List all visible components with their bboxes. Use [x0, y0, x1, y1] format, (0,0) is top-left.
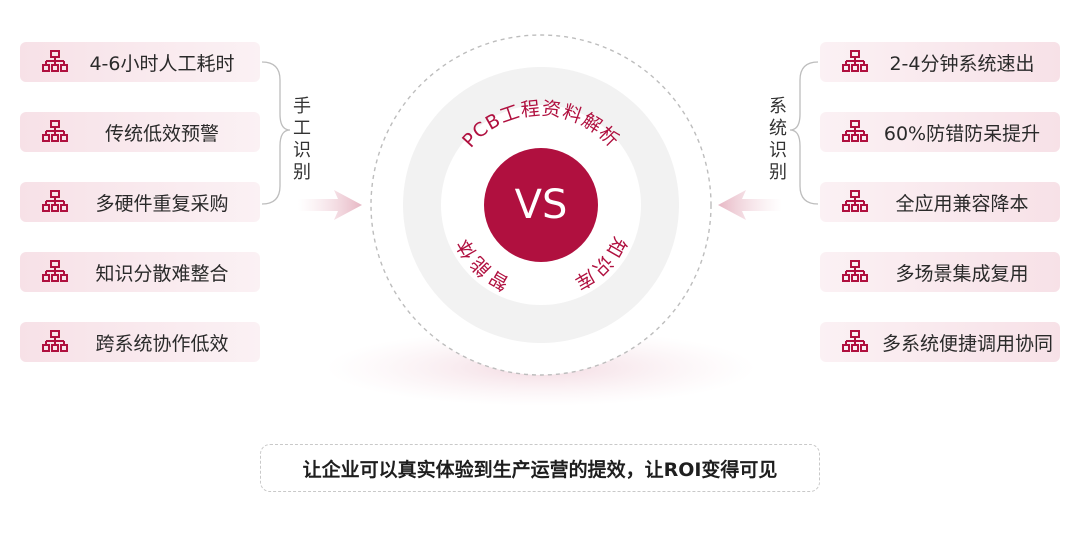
org-chart-icon	[842, 260, 868, 284]
right-item: 2-4分钟系统速出	[820, 42, 1060, 82]
left-item-label: 4-6小时人工耗时	[89, 52, 235, 75]
vertical-label-char: 工	[293, 118, 311, 139]
left-item: 知识分散难整合	[20, 252, 260, 292]
org-chart-icon	[42, 190, 68, 214]
footer-text: 让企业可以真实体验到生产运营的提效，让ROI变得可见	[302, 458, 778, 481]
vertical-label-char: 别	[769, 162, 787, 183]
right-item-label: 多场景集成复用	[895, 262, 1029, 285]
left-item: 4-6小时人工耗时	[20, 42, 260, 82]
left-item-label: 多硬件重复采购	[95, 192, 229, 215]
right-arrow	[718, 190, 782, 220]
org-chart-icon	[842, 190, 868, 214]
vertical-label-char: 识	[293, 140, 311, 161]
org-chart-icon	[842, 120, 868, 144]
vs-label: VS	[514, 182, 568, 228]
left-arrow	[298, 190, 362, 220]
left-item-label: 跨系统协作低效	[95, 332, 229, 355]
vertical-label-char: 统	[769, 118, 787, 139]
right-item-label: 60%防错防呆提升	[883, 122, 1041, 145]
org-chart-icon	[42, 120, 68, 144]
org-chart-icon	[842, 50, 868, 74]
right-item-label: 多系统便捷调用协同	[882, 332, 1054, 355]
right-item: 多系统便捷调用协同	[820, 322, 1060, 362]
footer-banner: 让企业可以真实体验到生产运营的提效，让ROI变得可见	[260, 444, 820, 492]
left-item: 多硬件重复采购	[20, 182, 260, 222]
right-item-label: 2-4分钟系统速出	[889, 52, 1035, 75]
right-bracket	[789, 61, 819, 205]
left-item: 跨系统协作低效	[20, 322, 260, 362]
right-item: 全应用兼容降本	[820, 182, 1060, 222]
left-item-list: 4-6小时人工耗时 传统低效预警 多硬件重复采购 知识分散难整合 跨系统协作低效	[20, 42, 260, 392]
vs-disc	[484, 148, 598, 262]
left-bracket	[261, 61, 291, 205]
org-chart-icon	[42, 330, 68, 354]
vertical-label-char: 系	[769, 96, 787, 117]
left-group-label: 手工识别	[291, 96, 313, 184]
org-chart-icon	[842, 330, 868, 354]
right-item-label: 全应用兼容降本	[895, 192, 1029, 215]
vertical-label-char: 别	[293, 162, 311, 183]
right-group-label: 系统识别	[767, 96, 789, 184]
right-item: 多场景集成复用	[820, 252, 1060, 292]
left-item-label: 传统低效预警	[104, 122, 219, 145]
left-item: 传统低效预警	[20, 112, 260, 152]
right-item: 60%防错防呆提升	[820, 112, 1060, 152]
vertical-label-char: 手	[293, 96, 311, 117]
vertical-label-char: 识	[769, 140, 787, 161]
left-item-label: 知识分散难整合	[95, 262, 229, 285]
right-item-list: 2-4分钟系统速出 60%防错防呆提升 全应用兼容降本 多场景集成复用 多系统便…	[820, 42, 1060, 392]
org-chart-icon	[42, 50, 68, 74]
org-chart-icon	[42, 260, 68, 284]
